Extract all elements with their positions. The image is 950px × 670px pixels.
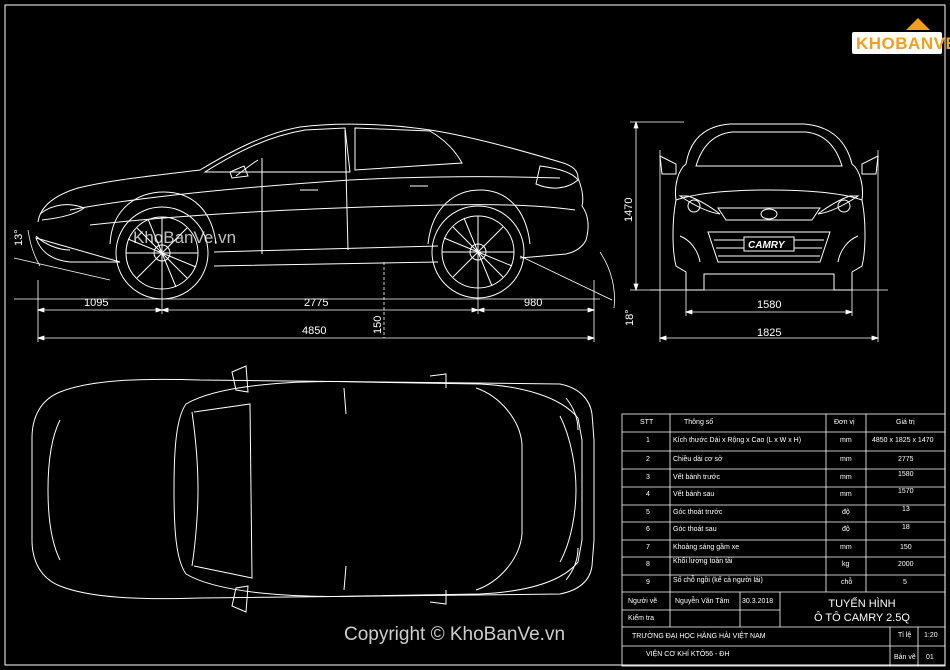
row-4-value: 1570 — [898, 488, 914, 495]
row-3-value: 1580 — [898, 471, 914, 478]
row-7-param: Khoảng sáng gầm xe — [673, 544, 740, 551]
scale-label: Tỉ lệ — [898, 632, 912, 639]
row-2-stt: 2 — [646, 456, 650, 463]
institute-name: VIỆN CƠ KHÍ KTÔ56 - ĐH — [646, 651, 730, 658]
dim-length: 4850 — [302, 325, 326, 337]
row-6-stt: 6 — [646, 526, 650, 533]
row-6-value: 18 — [902, 524, 910, 531]
row-6-unit: độ — [842, 526, 850, 533]
dim-front-track: 1580 — [757, 299, 781, 311]
drawn-by-name: Nguyễn Văn Tâm — [675, 598, 730, 605]
header-unit: Đơn vị — [834, 419, 855, 426]
dim-departure-angle: 18° — [624, 309, 636, 326]
row-8-unit: kg — [842, 561, 850, 568]
row-9-unit: chỗ — [841, 579, 853, 586]
house-icon — [906, 18, 930, 30]
row-3-param: Vết bánh trước — [673, 474, 721, 481]
spec-table-grid — [621, 413, 946, 667]
dim-approach-angle: 13° — [13, 229, 25, 246]
front-view — [659, 123, 879, 291]
dim-wheelbase: 2775 — [304, 297, 328, 309]
watermark-bottom: Copyright © KhoBanVe.vn — [344, 624, 566, 645]
dim-width: 1825 — [757, 327, 781, 339]
row-7-unit: mm — [840, 544, 852, 551]
row-9-value: 5 — [903, 579, 907, 586]
drawing-title-line2: Ô TÔ CAMRY 2.5Q — [814, 612, 910, 624]
row-7-stt: 7 — [646, 544, 650, 551]
header-parameter: Thông số — [684, 419, 714, 426]
row-4-stt: 4 — [646, 491, 650, 498]
row-2-param: Chiều dài cơ sở — [673, 456, 723, 463]
dim-ground-clearance: 150 — [372, 316, 384, 334]
drawing-frame — [4, 4, 946, 666]
row-6-param: Góc thoát sau — [673, 526, 717, 533]
row-1-stt: 1 — [646, 437, 650, 444]
logo-box — [852, 32, 942, 54]
drawn-by-label: Người vẽ — [628, 598, 658, 605]
row-9-stt: 9 — [646, 579, 650, 586]
drawing-title-line1: TUYẾN HÌNH — [828, 598, 896, 610]
row-7-value: 150 — [900, 544, 912, 551]
row-5-stt: 5 — [646, 509, 650, 516]
dim-rear-overhang: 980 — [524, 297, 542, 309]
sheet-label: Bản vẽ — [894, 654, 916, 661]
row-1-value: 4850 x 1825 x 1470 — [872, 437, 934, 444]
row-1-unit: mm — [840, 437, 852, 444]
row-9-param: Số chỗ ngồi (kể cả người lái) — [673, 577, 763, 584]
top-view — [31, 365, 595, 613]
row-4-param: Vết bánh sau — [673, 491, 715, 498]
checked-label: Kiểm tra — [628, 615, 655, 622]
sheet-value: 01 — [926, 654, 934, 661]
khobanve-logo: KHOBANVE — [852, 18, 950, 54]
watermark-top: KhoBanVe.vn — [133, 228, 237, 247]
row-5-param: Góc thoát trước — [673, 509, 723, 516]
dim-height: 1470 — [623, 198, 635, 222]
school-name: TRƯỜNG ĐẠI HỌC HÀNG HẢI VIỆT NAM — [632, 633, 766, 640]
row-2-value: 2775 — [898, 456, 914, 463]
row-3-stt: 3 — [646, 474, 650, 481]
row-5-unit: độ — [842, 509, 850, 516]
row-1-param: Kích thước Dài x Rộng x Cao (L x W x H) — [673, 437, 802, 444]
row-8-value: 2000 — [898, 561, 914, 568]
row-8-param: Khối lượng toàn tải — [673, 558, 733, 565]
row-3-unit: mm — [840, 474, 852, 481]
row-5-value: 13 — [902, 506, 910, 513]
row-8-stt: 8 — [646, 561, 650, 568]
row-2-unit: mm — [840, 456, 852, 463]
row-4-unit: mm — [840, 491, 852, 498]
dim-front-overhang: 1095 — [84, 297, 108, 309]
side-dimensions — [13, 229, 615, 342]
front-dimensions — [630, 120, 888, 342]
header-stt: STT — [640, 419, 654, 426]
header-value: Giá trị — [896, 419, 915, 426]
side-view — [35, 123, 589, 300]
drawing-date: 30.3.2018 — [742, 598, 774, 605]
scale-value: 1:20 — [924, 632, 938, 639]
logo-text: KHOBANVE — [856, 34, 950, 53]
front-badge: CAMRY — [748, 240, 786, 251]
